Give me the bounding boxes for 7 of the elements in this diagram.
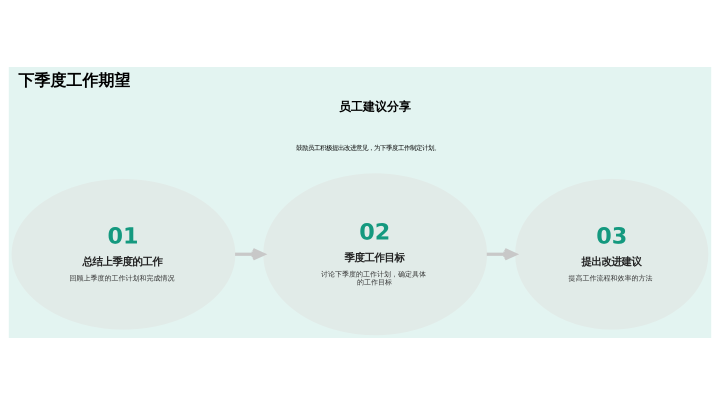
arrow (235, 248, 266, 260)
node-ellipse: 03 提出改进建议 提高工作流程和效率的方法 (515, 178, 708, 330)
label: 员工建议分享 (338, 98, 411, 113)
arrow (486, 248, 517, 260)
node-ellipse: 02 季度工作目标 讨论下季度的工作计划，确定具体的工作目标 (263, 172, 488, 335)
diagram-title: 下季度工作期望 (18, 70, 130, 89)
node-ellipse: 01 总结上季度的工作 回顾上季度的工作计划和完成情况 (12, 178, 236, 330)
